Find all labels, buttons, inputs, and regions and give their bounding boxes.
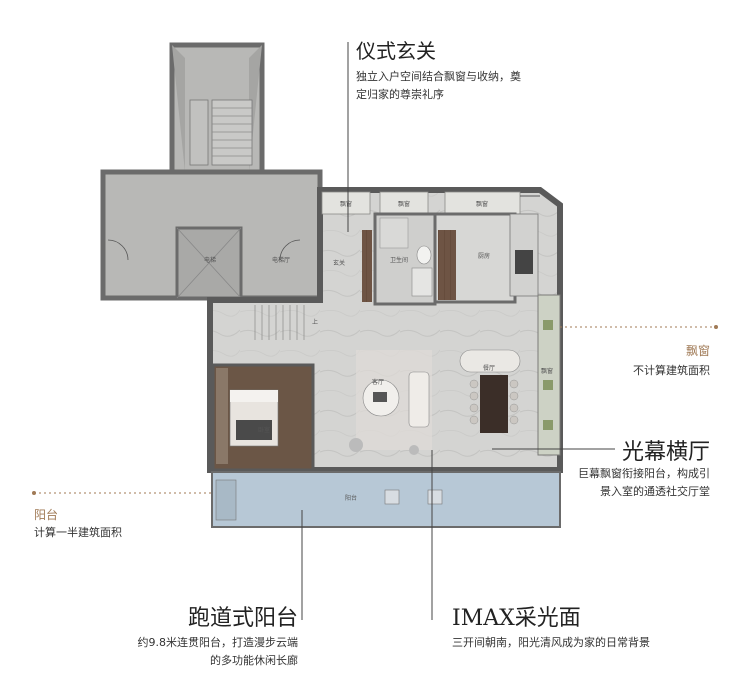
balcony-label: 阳台 xyxy=(345,494,357,502)
entrance-title: 仪式玄关 xyxy=(356,39,436,63)
living-hall-title: 光幕横厅 xyxy=(621,440,710,465)
entry-label: 玄关 xyxy=(333,259,345,267)
bay-label: 飘窗 xyxy=(541,367,553,375)
stair-hall-label: 电梯厅 xyxy=(272,256,290,264)
runway-desc-1: 约9.8米连贯阳台，打造漫步云端 xyxy=(137,636,299,649)
dining-label: 餐厅 xyxy=(483,364,495,372)
balcony-note-desc: 计算一半建筑面积 xyxy=(34,526,122,539)
runway-title: 跑道式阳台 xyxy=(187,606,298,631)
balcony-note-title: 阳台 xyxy=(34,508,59,522)
stair-core: 下 xyxy=(169,42,265,182)
window-label-2: 飘窗 xyxy=(398,200,410,208)
living-label: 客厅 xyxy=(372,378,384,386)
elevator-hall-label: 电梯 xyxy=(204,256,216,264)
bay-window-desc: 不计算建筑面积 xyxy=(633,364,710,377)
living-hall-desc-1: 巨幕飘窗衔接阳台，构成引 xyxy=(578,467,710,480)
imax-desc: 三开间朝南，阳光清风成为家的日常背景 xyxy=(452,636,650,649)
window-label-3: 飘窗 xyxy=(476,200,488,208)
balcony: 阳台 xyxy=(211,471,561,528)
entrance-desc-2: 定归家的尊崇礼序 xyxy=(356,88,444,101)
kitchen-label: 厨房 xyxy=(478,252,490,260)
elevator-lobby: 电梯 电梯厅 xyxy=(100,169,323,301)
callout-lines xyxy=(32,42,718,620)
living-hall-desc-2: 景入室的通透社交厅堂 xyxy=(600,485,710,498)
entrance-desc-1: 独立入户空间结合飘窗与收纳，奠 xyxy=(356,70,521,83)
up-mark: 上 xyxy=(312,318,318,326)
bath-label: 卫生间 xyxy=(390,256,408,264)
bay-window-title: 飘窗 xyxy=(685,344,710,358)
imax-title: IMAX采光面 xyxy=(452,606,581,631)
bedroom-label: 卧室 xyxy=(258,426,270,434)
apartment-floor: 飘窗 飘窗 飘窗 玄关 卫生间 厨房 上 卧室 xyxy=(207,187,563,473)
runway-desc-2: 的多功能休闲长廊 xyxy=(210,654,298,667)
window-label-1: 飘窗 xyxy=(340,200,352,208)
